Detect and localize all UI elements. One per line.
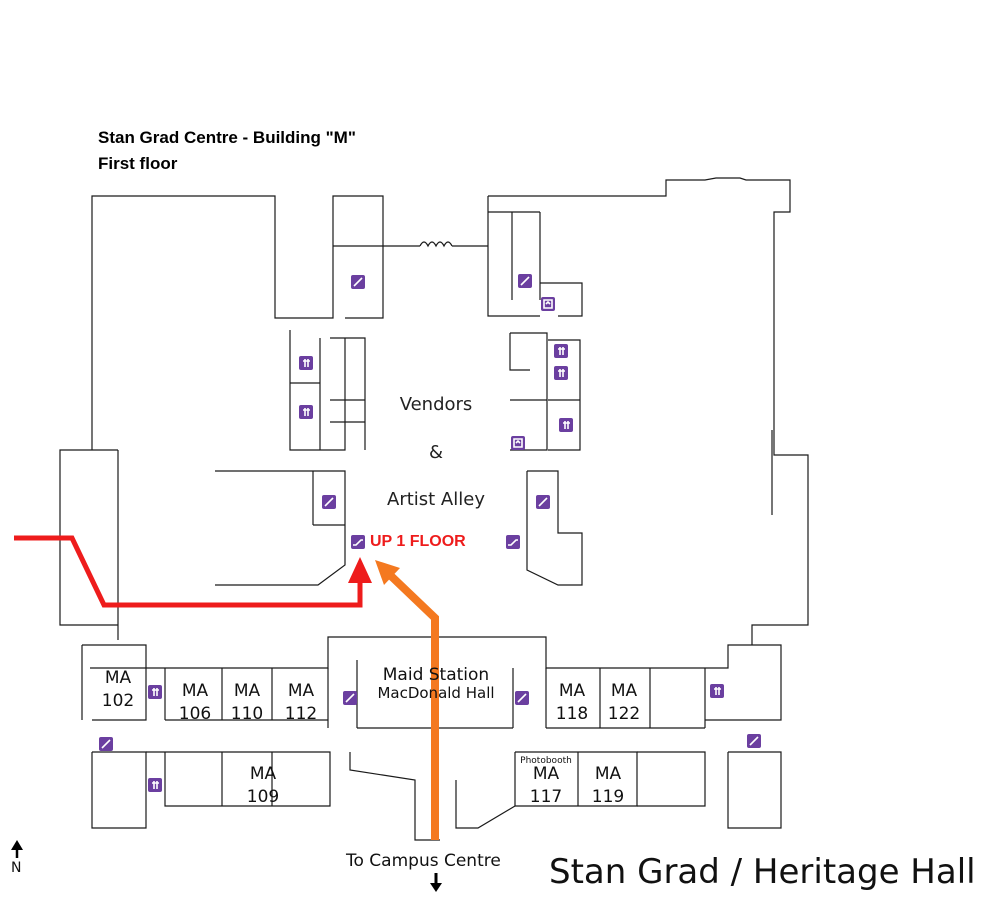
down-arrow-icon	[430, 873, 442, 892]
room-ma119: MA 119	[592, 764, 624, 807]
room-ma117: Photobooth MA 117	[520, 756, 572, 807]
stairs-icon	[515, 691, 529, 705]
room-number: 119	[592, 787, 624, 807]
room-prefix: MA	[234, 681, 261, 701]
building-name-title: Stan Grad / Heritage Hall	[549, 852, 976, 892]
stairs-icon	[518, 274, 532, 288]
north-arrow-icon	[11, 840, 23, 858]
room-number: 117	[530, 787, 562, 807]
stairs-icon	[536, 495, 550, 509]
room-prefix: MA	[533, 764, 560, 784]
room-number: 112	[285, 704, 317, 724]
washroom-icon	[554, 344, 568, 358]
orange-route	[375, 560, 439, 840]
stairs-icon	[322, 495, 336, 509]
stairs-icon	[351, 275, 365, 289]
room-ma106: MA 106	[179, 681, 211, 724]
room-ma109: MA 109	[247, 764, 279, 807]
room-number: 122	[608, 704, 640, 724]
escalator-icon	[351, 535, 365, 549]
washroom-icon	[559, 418, 573, 432]
room-ma110: MA 110	[231, 681, 263, 724]
room-prefix: MA	[288, 681, 315, 701]
room-number: 118	[556, 704, 588, 724]
room-prefix: MA	[105, 668, 132, 688]
room-ma122: MA 122	[608, 681, 640, 724]
red-route	[14, 535, 372, 608]
elevator-icon	[541, 297, 555, 311]
ampersand-label: &	[429, 442, 443, 463]
room-ma102: MA 102	[102, 668, 134, 711]
room-number: 109	[247, 787, 279, 807]
up-one-floor-label: UP 1 FLOOR	[370, 533, 466, 550]
room-prefix: MA	[595, 764, 622, 784]
macdonald-hall-label: MacDonald Hall	[377, 684, 494, 702]
main-station-label: Maid Station	[383, 665, 489, 685]
room-ma112: MA 112	[285, 681, 317, 724]
escalator-icon	[506, 535, 520, 549]
stairs-icon	[99, 737, 113, 751]
map-title: Stan Grad Centre - Building "M"	[98, 128, 356, 147]
elevator-icon	[511, 436, 525, 450]
to-campus-centre-label: To Campus Centre	[346, 851, 501, 871]
facility-icons	[99, 274, 761, 792]
vendors-label: Vendors	[400, 394, 473, 415]
washroom-icon	[554, 366, 568, 380]
north-label: N	[11, 860, 22, 876]
room-ma118: MA 118	[556, 681, 588, 724]
room-number: 110	[231, 704, 263, 724]
washroom-icon	[299, 405, 313, 419]
room-prefix: MA	[182, 681, 209, 701]
stairs-icon	[343, 691, 357, 705]
room-number: 106	[179, 704, 211, 724]
photobooth-label: Photobooth	[520, 756, 572, 766]
washroom-icon	[299, 356, 313, 370]
room-prefix: MA	[250, 764, 277, 784]
room-number: 102	[102, 691, 134, 711]
artist-alley-label: Artist Alley	[387, 489, 485, 510]
stairs-icon	[747, 734, 761, 748]
room-prefix: MA	[559, 681, 586, 701]
washroom-icon	[710, 684, 724, 698]
room-prefix: MA	[611, 681, 638, 701]
washroom-icon	[148, 685, 162, 699]
map-subtitle: First floor	[98, 154, 178, 173]
washroom-icon	[148, 778, 162, 792]
